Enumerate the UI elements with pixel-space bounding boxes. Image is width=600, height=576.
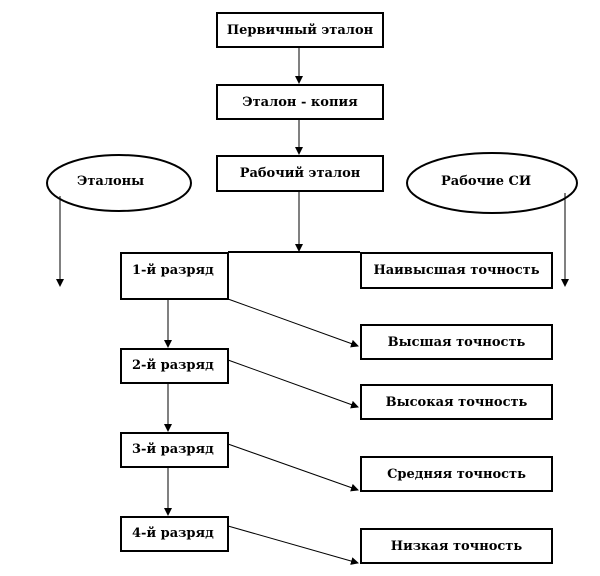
box-accuracy-higher: Высшая точность <box>360 324 553 360</box>
ellipse-label-etalony: Эталоны <box>77 174 145 189</box>
ellipse-label-rabochie-si: Рабочие СИ <box>441 174 532 189</box>
box-rank-3: 3-й разряд <box>120 432 229 468</box>
box-primary-etalon: Первичный эталон <box>216 12 384 48</box>
box-accuracy-medium: Средняя точность <box>360 456 553 492</box>
box-working-etalon: Рабочий эталон <box>216 155 384 192</box>
box-accuracy-high: Высокая точность <box>360 384 553 420</box>
box-accuracy-highest: Наивысшая точность <box>360 252 553 289</box>
box-rank-1: 1-й разряд <box>120 252 229 300</box>
box-rank-2: 2-й разряд <box>120 348 229 384</box>
box-rank-4: 4-й разряд <box>120 516 229 552</box>
ellipse-rabochie-si <box>406 152 578 214</box>
box-accuracy-low: Низкая точность <box>360 528 553 564</box>
ellipse-etalony <box>46 154 192 212</box>
box-etalon-copy: Эталон - копия <box>216 84 384 120</box>
